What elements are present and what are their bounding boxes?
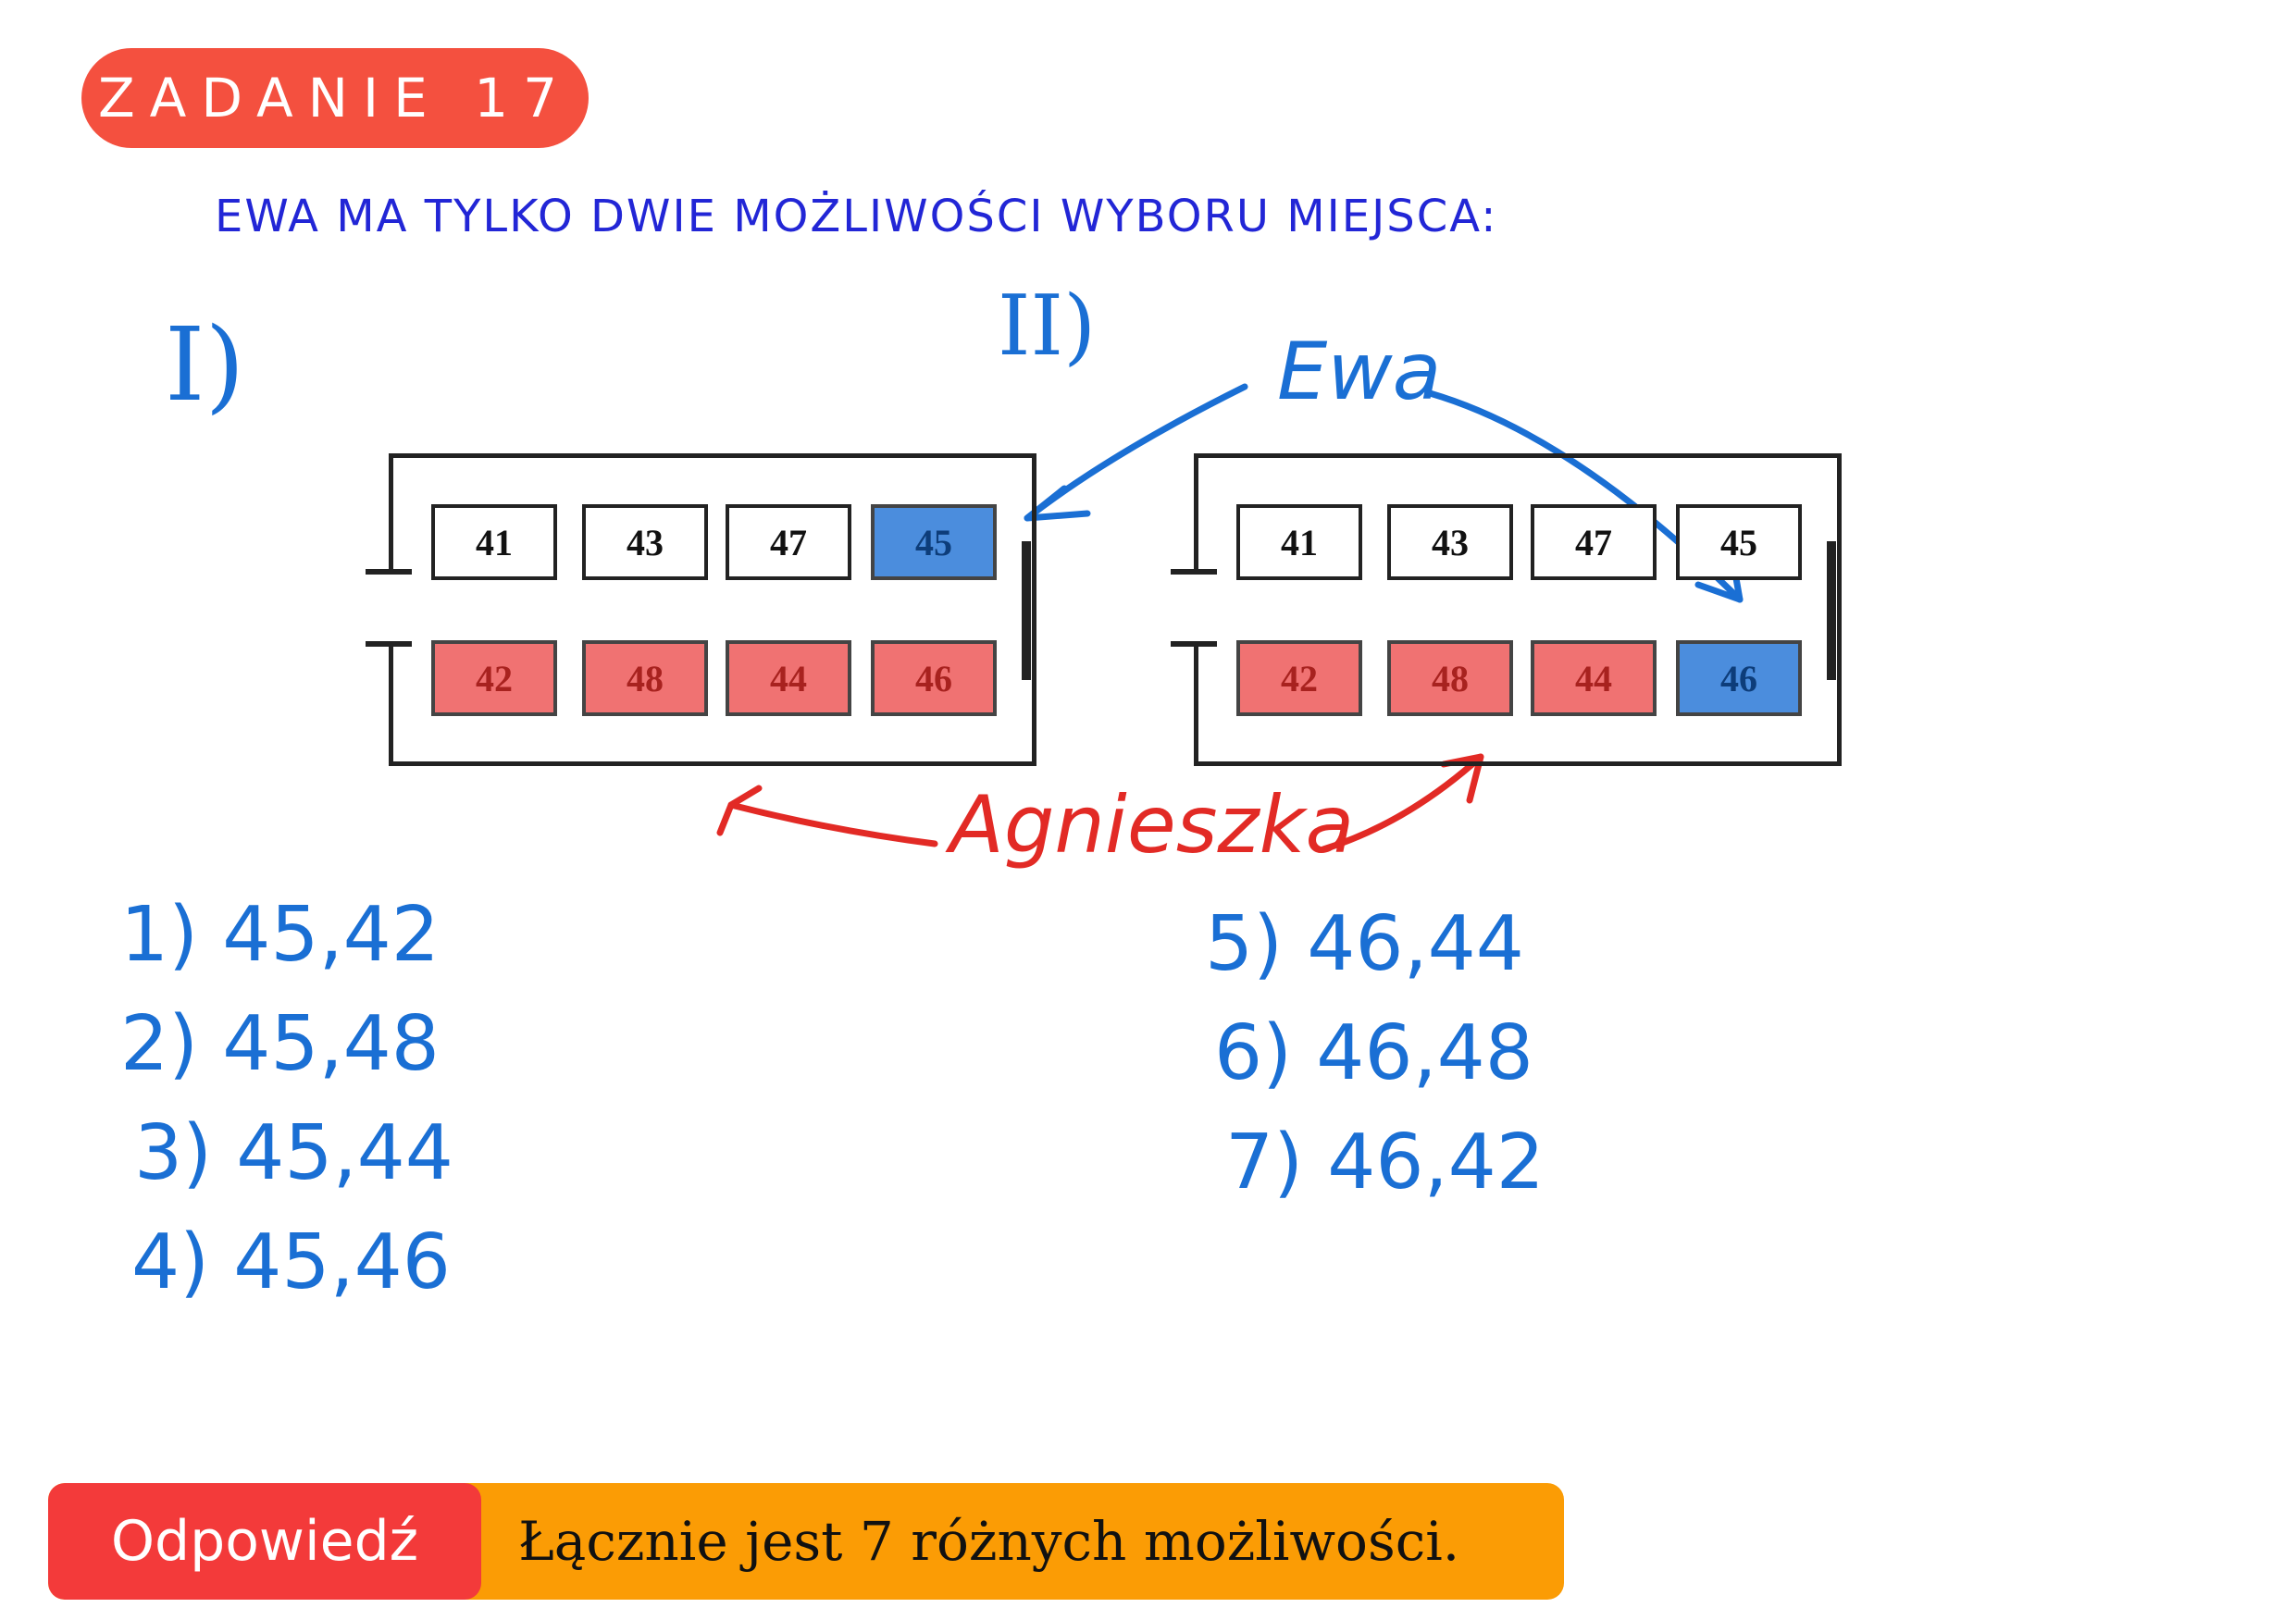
seat-47: 47 (726, 504, 851, 580)
seat-48: 48 (1387, 640, 1513, 716)
seat-41: 41 (1236, 504, 1362, 580)
room-frame-2 (1194, 453, 1842, 766)
seat-44: 44 (1531, 640, 1657, 716)
task-badge: ZADANIE 17 (81, 48, 589, 148)
window-bar-2 (1827, 541, 1836, 680)
seat-46: 46 (871, 640, 997, 716)
door-gap-1 (375, 572, 403, 646)
case-label-1: I) (165, 305, 245, 424)
door-mark-2 (1171, 569, 1217, 575)
answer-label: Odpowiedź (48, 1483, 481, 1600)
seat-43: 43 (582, 504, 708, 580)
room-frame-1 (389, 453, 1036, 766)
option-2: 2) 45,48 (120, 1000, 440, 1088)
answer-text: Łącznie jest 7 różnych możliwości. (518, 1510, 1460, 1573)
window-bar-1 (1022, 541, 1031, 680)
option-4: 4) 45,46 (131, 1218, 451, 1306)
seat-45: 45 (1676, 504, 1802, 580)
seat-45: 45 (871, 504, 997, 580)
option-1: 1) 45,42 (120, 891, 440, 979)
door-gap-2 (1180, 572, 1208, 646)
option-5: 5) 46,44 (1205, 900, 1524, 988)
answer-bar: Odpowiedź Łącznie jest 7 różnych możliwo… (48, 1483, 1564, 1600)
door-mark-2b (1171, 641, 1217, 647)
seat-41: 41 (431, 504, 557, 580)
door-mark-1b (366, 641, 412, 647)
seat-47: 47 (1531, 504, 1657, 580)
seat-43: 43 (1387, 504, 1513, 580)
option-7: 7) 46,42 (1225, 1119, 1545, 1206)
option-6: 6) 46,48 (1214, 1009, 1533, 1097)
annotation-agnieszka: Agnieszka (949, 779, 1355, 872)
option-3: 3) 45,44 (134, 1109, 453, 1197)
headline: EWA MA TYLKO DWIE MOŻLIWOŚCI WYBORU MIEJ… (215, 191, 1498, 242)
seat-44: 44 (726, 640, 851, 716)
annotation-ewa: Ewa (1277, 326, 1442, 418)
seat-46: 46 (1676, 640, 1802, 716)
case-label-2: II) (998, 278, 1097, 375)
options-left: 1) 45,42 2) 45,48 3) 45,44 4) 45,46 (120, 897, 453, 1334)
seat-42: 42 (1236, 640, 1362, 716)
door-mark-1 (366, 569, 412, 575)
options-right: 5) 46,44 6) 46,48 7) 46,42 (1205, 907, 1545, 1234)
seat-42: 42 (431, 640, 557, 716)
seat-48: 48 (582, 640, 708, 716)
